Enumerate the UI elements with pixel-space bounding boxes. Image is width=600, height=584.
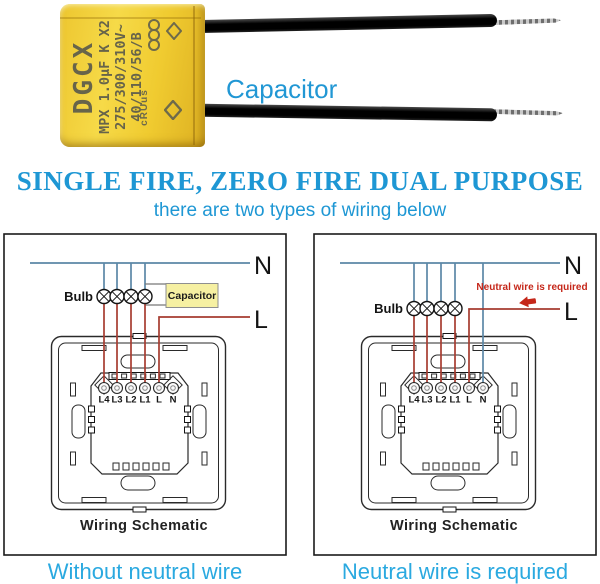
terminal-label-l3: L3 <box>111 395 122 406</box>
screw-slot <box>81 345 107 351</box>
live-line-label: L <box>254 306 268 334</box>
diagram-without-neutral-canvas: L4 L3 L2 L1 L N N Capacitor <box>3 233 287 556</box>
capacitor-photo-section: DGCX MPX 1.0µF K X2 275/300/310V~ 40/110… <box>0 0 600 152</box>
side-slot <box>70 451 76 466</box>
capacitor-lead-top <box>194 13 498 34</box>
certification-shield-icon <box>164 100 182 120</box>
side-slot <box>201 451 208 466</box>
page-subtitle: there are two types of wiring below <box>153 200 447 221</box>
bare-wire-end-top <box>493 18 561 25</box>
neutral-line-label: N <box>564 252 582 280</box>
certification-tricircle-icon <box>148 19 160 51</box>
terminal-label-l4: L4 <box>98 395 110 406</box>
terminal-screws <box>97 381 180 395</box>
mounting-oval-bottom <box>430 475 466 491</box>
certification-ul-mark: cRUus <box>138 89 150 126</box>
capacitor-component: DGCX MPX 1.0µF K X2 275/300/310V~ 40/110… <box>60 4 205 147</box>
neutral-required-note: Neutral wire is required <box>476 282 587 293</box>
side-slot <box>380 451 386 466</box>
live-line <box>158 316 250 384</box>
capacitor-box-label: Capacitor <box>168 290 216 302</box>
terminal-label-l3: L3 <box>421 395 432 406</box>
capacitor-box <box>165 283 219 308</box>
diagram-with-neutral: L4 L3 L2 L1 L N N L Neutral wire is requ… <box>313 233 597 584</box>
page-title: SINGLE FIRE, ZERO FIRE DUAL PURPOSE <box>16 166 584 196</box>
terminal-label-l2: L2 <box>125 395 136 406</box>
bulbs <box>406 300 463 317</box>
schematic-label: Wiring Schematic <box>80 518 208 534</box>
neutral-line-label: N <box>254 252 272 280</box>
terminal-label-n: N <box>480 395 487 406</box>
capacitor-brand: DGCX <box>69 39 99 115</box>
screw-slot <box>472 497 498 503</box>
mounting-oval-top <box>120 354 156 369</box>
keyhole-slot-right <box>192 404 207 439</box>
terminal-label-l: L <box>466 395 472 406</box>
diagram-caption-left: Without neutral wire <box>47 559 243 584</box>
bulbs <box>96 288 153 305</box>
mounting-oval-top <box>430 354 466 369</box>
terminal-label-l4: L4 <box>408 395 420 406</box>
terminal-strip <box>108 372 171 380</box>
bare-wire-end-bottom <box>493 109 563 116</box>
mounting-tab-top <box>132 333 147 339</box>
note-arrow-icon <box>519 296 537 308</box>
side-slot <box>511 382 518 397</box>
screw-slot <box>391 345 417 351</box>
schematic-label: Wiring Schematic <box>390 518 518 534</box>
terminal-label-l2: L2 <box>435 395 446 406</box>
bulb-label: Bulb <box>374 301 403 316</box>
screw-slot <box>162 345 188 351</box>
capacitor-spec-line2: 275/300/310V~ <box>113 24 130 130</box>
live-line-label: L <box>564 298 578 326</box>
switch-back-panel: L4 L3 L2 L1 L N <box>50 333 227 513</box>
switch-back-panel: L4 L3 L2 L1 L N <box>360 333 537 513</box>
live-line <box>468 308 560 384</box>
mounting-tab-bottom <box>442 506 457 513</box>
terminal-label-l1: L1 <box>449 395 461 406</box>
screw-slot <box>162 497 188 503</box>
side-slot <box>70 382 76 397</box>
mounting-tab-bottom <box>132 506 147 513</box>
capacitor-top-seam <box>60 17 201 19</box>
mounting-tab-top <box>442 333 457 339</box>
capacitor-lead-bottom <box>194 103 498 122</box>
terminal-label-n: N <box>170 395 177 406</box>
terminal-label-l: L <box>156 395 162 406</box>
diagram-caption-right: Neutral wire is required <box>341 559 569 584</box>
side-slot <box>511 451 518 466</box>
certification-diamond-icon <box>166 22 182 40</box>
terminal-screws <box>407 381 490 395</box>
side-slot <box>380 382 386 397</box>
mounting-oval-bottom <box>120 475 156 491</box>
capacitor-spec-line1: MPX 1.0µF K X2 <box>97 20 114 134</box>
keyhole-slot-left <box>71 404 86 439</box>
keyhole-slot-left <box>381 404 396 439</box>
screw-slot <box>81 497 107 503</box>
capacitor-side-seam <box>193 6 195 145</box>
terminal-label-l1: L1 <box>139 395 151 406</box>
diagram-with-neutral-canvas: L4 L3 L2 L1 L N N L Neutral wire is requ… <box>313 233 597 556</box>
bulb-label: Bulb <box>64 289 93 304</box>
screw-slot <box>472 345 498 351</box>
side-slot <box>201 382 208 397</box>
capacitor-callout-label: Capacitor <box>226 74 338 104</box>
terminal-strip <box>418 372 481 380</box>
diagram-without-neutral: L4 L3 L2 L1 L N N Capacitor <box>3 233 287 584</box>
wiring-diagrams: L4 L3 L2 L1 L N N Capacitor <box>0 233 600 584</box>
keyhole-slot-right <box>502 404 517 439</box>
screw-slot <box>391 497 417 503</box>
